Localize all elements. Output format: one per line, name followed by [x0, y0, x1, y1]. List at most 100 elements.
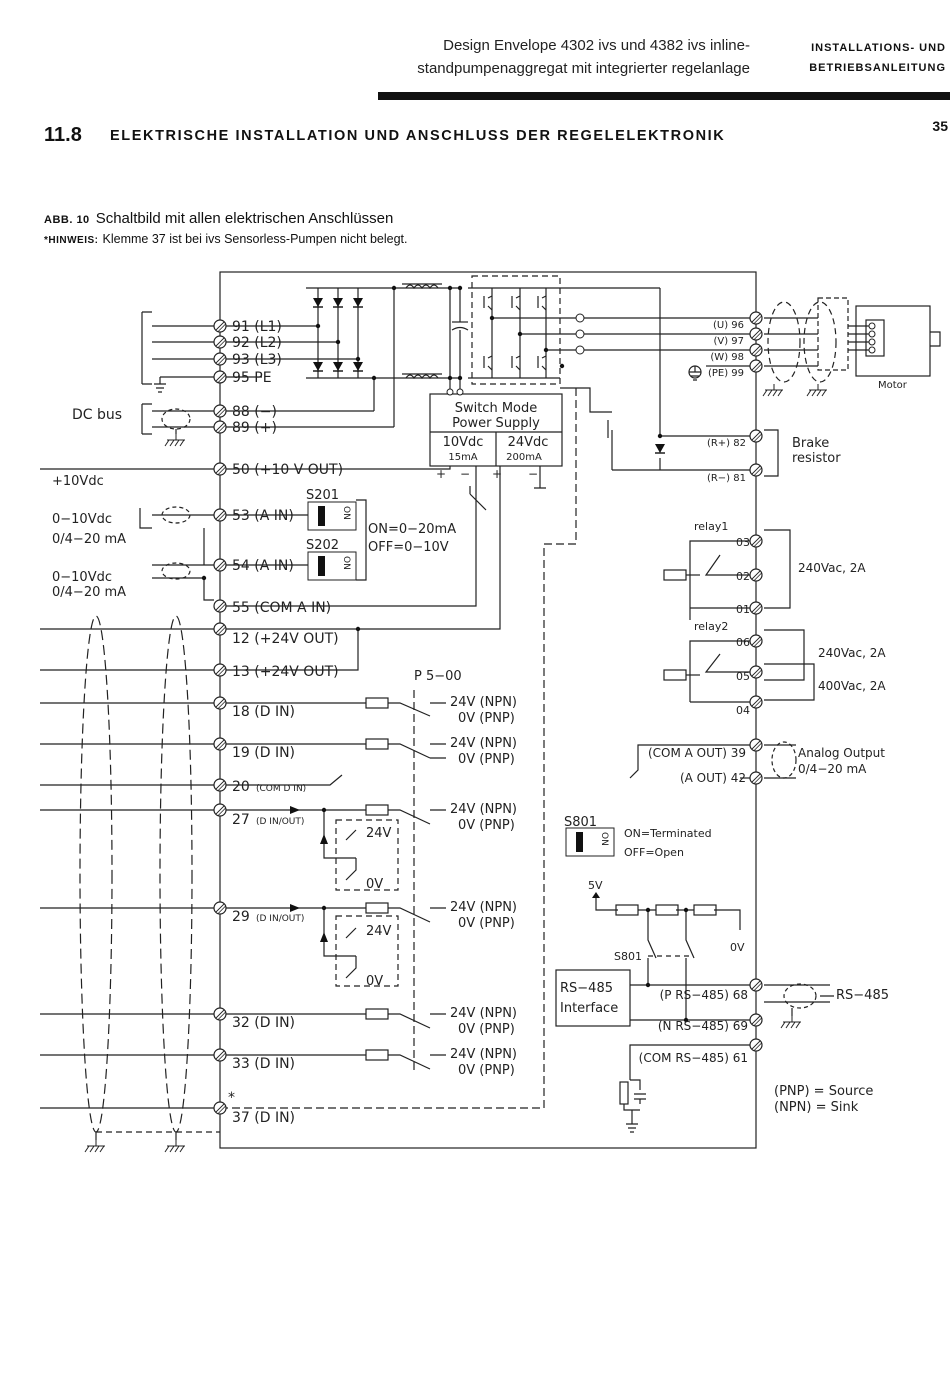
bus-0v-label: 0V	[730, 941, 745, 954]
smps-title1: Switch Mode	[455, 401, 538, 416]
switch-s801-label: S801	[564, 815, 597, 830]
switch-s801-off-text: OFF=Open	[624, 846, 684, 859]
relay1-rating: 240Vac, 2A	[798, 561, 866, 575]
terminal-53: 53 (A IN)	[232, 508, 294, 524]
analog-output-label-2: 0/4−20 mA	[798, 762, 867, 776]
terminal-96: (U) 96	[713, 320, 744, 331]
rs485-interface-box	[555, 969, 631, 1027]
terminal-37: 37 (D IN)	[232, 1110, 295, 1126]
dc-bus-label: DC bus	[72, 407, 122, 423]
terminal-29-function: (D IN/OUT)	[256, 914, 304, 924]
brake-label-1: Brake	[792, 436, 829, 451]
legend-pnp: (PNP) = Source	[774, 1084, 873, 1099]
terminal-20-function: (COM D IN)	[256, 784, 306, 794]
terminal-50: 50 (+10 V OUT)	[232, 462, 343, 478]
relay2-rating-240: 240Vac, 2A	[818, 646, 886, 660]
terminal-13: 13 (+24V OUT)	[232, 664, 339, 680]
io29-24v: 24V	[366, 924, 392, 939]
npn-label-29: 24V (NPN)	[450, 900, 517, 915]
page-number: 35	[932, 118, 948, 134]
npn-label-32: 24V (NPN)	[450, 1006, 517, 1021]
switch-mode-off: OFF=0−10V	[368, 540, 449, 555]
smps-plus-2: +	[492, 467, 502, 481]
terminal-27-function: (D IN/OUT)	[256, 817, 304, 827]
ext-plus10: +10Vdc	[52, 474, 104, 489]
document-title-line1: Design Envelope 4302 ivs und 4382 ivs in…	[443, 37, 750, 54]
npn-label-19: 24V (NPN)	[450, 736, 517, 751]
terminal-27-number: 27	[232, 812, 250, 828]
terminal-95: 95 PE	[232, 370, 272, 386]
figure-note-label: *HINWEIS:	[44, 235, 99, 246]
mains-bracket	[141, 311, 152, 385]
terminal-18: 18 (D IN)	[232, 704, 295, 720]
ext-ain1a: 0−10Vdc	[52, 512, 112, 527]
io29-0v: 0V	[366, 974, 383, 989]
io27-0v: 0V	[366, 877, 383, 892]
switch-s202-label: S202	[306, 538, 339, 553]
manual-type: INSTALLATIONS- UND BETRIEBSANLEITUNG	[809, 38, 946, 78]
figure-label: ABB. 10	[44, 214, 90, 226]
pnp-label-18: 0V (PNP)	[458, 711, 515, 726]
terminal-89: 89 (+)	[232, 420, 277, 436]
terminal-12: 12 (+24V OUT)	[232, 631, 339, 647]
manual-type-line2: BETRIEBSANLEITUNG	[809, 62, 946, 74]
rs485-box-line1: RS−485	[560, 981, 613, 996]
ext-ain2a: 0−10Vdc	[52, 570, 112, 585]
relay2-pin-06: 06	[736, 636, 750, 649]
brake-label-2: resistor	[792, 451, 841, 466]
relay1-pin-01: 01	[736, 603, 750, 616]
rs485-box-line2: Interface	[560, 1001, 618, 1016]
terminal-97: (V) 97	[713, 336, 744, 347]
switch-s801-on-text: ON=Terminated	[624, 827, 712, 840]
relay2-label: relay2	[694, 620, 728, 633]
terminal-81: (R−) 81	[707, 473, 746, 484]
terminal-69: (N RS−485) 69	[658, 1019, 748, 1033]
smps-out1-current: 15mA	[448, 452, 477, 463]
terminal-42: (A OUT) 42	[680, 771, 746, 785]
smps-minus-1: −	[460, 467, 470, 481]
terminal-37-asterisk: *	[228, 1090, 235, 1106]
npn-label-27: 24V (NPN)	[450, 802, 517, 817]
legend-npn: (NPN) = Sink	[774, 1100, 859, 1115]
terminal-92: 92 (L2)	[232, 335, 282, 351]
relay1-pin-02: 02	[736, 570, 750, 583]
terminal-88: 88 (−)	[232, 404, 277, 420]
smps-plus-1: +	[436, 467, 446, 481]
smps-out1: 10Vdc	[443, 435, 484, 450]
parameter-p5-00: P 5−00	[414, 669, 462, 684]
terminal-33: 33 (D IN)	[232, 1056, 295, 1072]
relay2-rating-400: 400Vac, 2A	[818, 679, 886, 693]
pnp-label-19: 0V (PNP)	[458, 752, 515, 767]
terminal-99: (PE) 99	[708, 368, 744, 379]
terminal-61: (COM RS−485) 61	[639, 1051, 748, 1065]
switch-s201-on: ON	[341, 506, 351, 520]
document-title-line2: standpumpenaggregat mit integrierter reg…	[417, 60, 750, 77]
npn-label-33: 24V (NPN)	[450, 1047, 517, 1062]
ext-ain1b: 0/4−20 mA	[52, 532, 126, 547]
manual-type-line1: INSTALLATIONS- UND	[811, 42, 946, 54]
bus-5v-label: 5V	[588, 879, 603, 892]
smps-out2-current: 200mA	[506, 452, 542, 463]
header-rule	[378, 92, 950, 100]
switch-s201-label: S201	[306, 488, 339, 503]
terminal-82: (R+) 82	[707, 438, 746, 449]
pnp-label-32: 0V (PNP)	[458, 1022, 515, 1037]
relay2-pin-05: 05	[736, 670, 750, 683]
relay1-label: relay1	[694, 520, 728, 533]
smps-out2: 24Vdc	[508, 435, 549, 450]
relay1-pin-03: 03	[736, 536, 750, 549]
terminal-98: (W) 98	[710, 352, 744, 363]
switch-s801-on: ON	[599, 832, 609, 846]
terminal-39: (COM A OUT) 39	[648, 746, 746, 760]
terminal-54: 54 (A IN)	[232, 558, 294, 574]
pnp-label-29: 0V (PNP)	[458, 916, 515, 931]
terminal-32: 32 (D IN)	[232, 1015, 295, 1031]
terminal-68: (P RS−485) 68	[660, 988, 748, 1002]
figure-note-text: Klemme 37 ist bei ivs Sensorless-Pumpen …	[102, 232, 408, 246]
npn-label-18: 24V (NPN)	[450, 695, 517, 710]
s801-tag: S801	[614, 950, 642, 963]
switch-s202-on: ON	[341, 556, 351, 570]
terminal-19: 19 (D IN)	[232, 745, 295, 761]
